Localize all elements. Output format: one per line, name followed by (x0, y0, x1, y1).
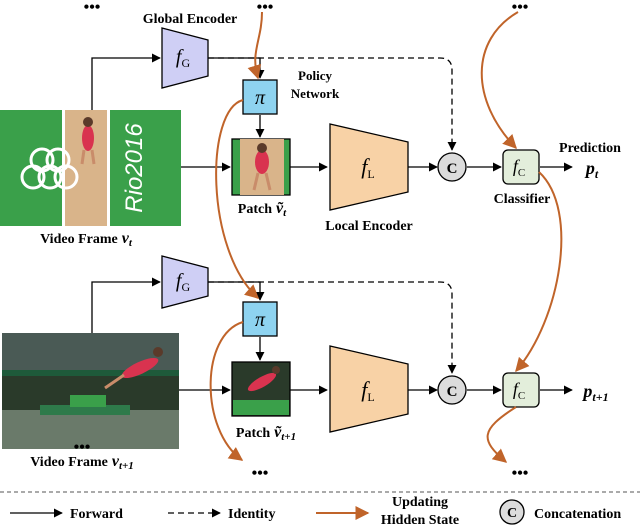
global-encoder-bottom-label: fG (176, 270, 191, 294)
prediction-p-t: pt (584, 158, 599, 181)
policy-network-top (242, 79, 278, 115)
legend-concatenation-label: Concatenation (534, 507, 621, 522)
patch-t1-image (231, 361, 291, 417)
video-frame-t-image: Rio2016 (0, 110, 181, 226)
global-encoder-label: Global Encoder (143, 12, 238, 27)
local-encoder-top (329, 123, 409, 211)
concat-bottom (437, 375, 467, 405)
legend-updating-label-1: Updating (392, 495, 448, 510)
ellipsis-left-bottom: ••• (74, 439, 91, 456)
legend-concat-symbol (499, 499, 525, 525)
hidden-state-arrow-classifier (515, 171, 563, 373)
ellipsis-top-right: ••• (512, 0, 529, 16)
concat-top-symbol: C (447, 161, 458, 177)
legend-forward-label: Forward (70, 507, 123, 522)
classifier-top-label: fC (513, 156, 525, 179)
policy-network-label-2: Network (291, 86, 340, 101)
local-encoder-top-label: fL (361, 154, 374, 181)
hidden-state-arrow-in-top (247, 11, 263, 80)
policy-network-bottom (242, 301, 278, 337)
local-encoder-label: Local Encoder (325, 219, 413, 234)
classifier-bottom (502, 372, 540, 408)
local-encoder-bottom (329, 345, 409, 433)
identity-dashed-top (208, 57, 457, 151)
local-encoder-bottom-label: fL (361, 377, 374, 404)
hidden-state-arrow-classifier-out (486, 406, 517, 463)
ellipsis-top-left: ••• (84, 0, 101, 16)
identity-dashed-bottom (208, 281, 457, 374)
arrow-frame-to-global-top (91, 53, 161, 110)
ellipsis-middle-bottom: ••• (252, 465, 269, 482)
policy-network-label-1: Policy (298, 68, 332, 83)
concat-top (437, 152, 467, 182)
classifier-bottom-label: fC (513, 379, 525, 402)
classifier-top (502, 149, 540, 185)
arrow-global-to-policy-top (208, 57, 265, 79)
legend-identity-label: Identity (228, 507, 275, 522)
video-frame-t1-image (2, 333, 179, 449)
patch-t-image (231, 138, 291, 196)
concat-bottom-symbol: C (447, 384, 458, 400)
ellipsis-right-bottom: ••• (512, 465, 529, 482)
hidden-state-arrow-policy (215, 99, 260, 299)
hidden-state-arrow-in-classifier (480, 11, 519, 150)
rio2016-text: Rio2016 (121, 123, 148, 213)
global-encoder-top (161, 27, 209, 89)
ellipsis-top-middle: ••• (257, 0, 274, 16)
hidden-state-arrow-policy-out (209, 321, 244, 461)
global-encoder-bottom (161, 255, 209, 309)
policy-pi-top: π (255, 87, 266, 109)
prediction-p-t1: pt+1 (581, 381, 608, 404)
arrow-frame-to-global-bottom (91, 277, 161, 333)
legend-updating-label-2: Hidden State (381, 513, 459, 528)
global-encoder-top-label: fG (176, 46, 191, 70)
classifier-label: Classifier (494, 192, 551, 207)
prediction-label: Prediction (559, 141, 621, 156)
legend-concat-letter: C (507, 506, 517, 521)
policy-pi-bottom: π (255, 309, 266, 331)
